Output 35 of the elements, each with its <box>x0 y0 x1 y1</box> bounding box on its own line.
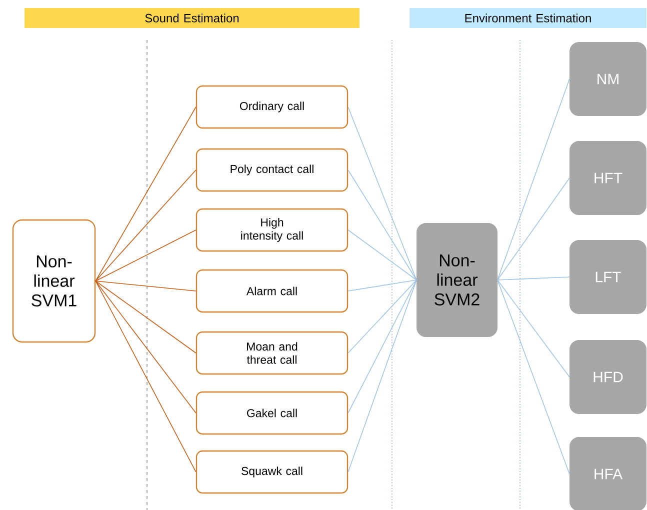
connector-line <box>497 280 570 474</box>
call-box: High intensity call <box>196 208 348 252</box>
classifier-box: Non-linear SVM1 <box>12 219 96 343</box>
connector-line <box>348 280 417 414</box>
connector-line <box>348 280 417 472</box>
connector-line <box>497 178 570 280</box>
connector-line <box>95 230 196 282</box>
heading-band: Environment Estimation <box>410 8 646 28</box>
connector-line <box>348 170 417 280</box>
connector-line <box>348 106 417 280</box>
connector-line <box>95 170 196 282</box>
class-box: HFD <box>570 340 646 414</box>
connector-line <box>95 280 196 292</box>
connector-line <box>95 106 196 282</box>
connector-line <box>95 280 196 414</box>
connector-line <box>497 276 570 280</box>
class-box: HFA <box>570 437 646 510</box>
connector-line <box>497 280 570 378</box>
classifier-box: Non-linear SVM2 <box>416 223 498 337</box>
call-box: Moan and threat call <box>196 331 348 375</box>
connector-line <box>497 78 570 280</box>
call-box: Gakel call <box>196 391 348 435</box>
call-box: Ordinary call <box>196 85 348 129</box>
connector-line <box>348 230 417 280</box>
call-box: Alarm call <box>196 269 348 313</box>
connector-line <box>95 280 196 354</box>
class-box: HFT <box>570 141 646 215</box>
heading-band: Sound Estimation <box>24 8 360 28</box>
connector-line <box>348 280 417 292</box>
call-box: Poly contact call <box>196 148 348 192</box>
connector-line <box>348 280 417 354</box>
connector-line <box>95 280 196 472</box>
class-box: NM <box>570 42 646 116</box>
class-box: LFT <box>570 240 646 314</box>
call-box: Squawk call <box>196 450 348 494</box>
